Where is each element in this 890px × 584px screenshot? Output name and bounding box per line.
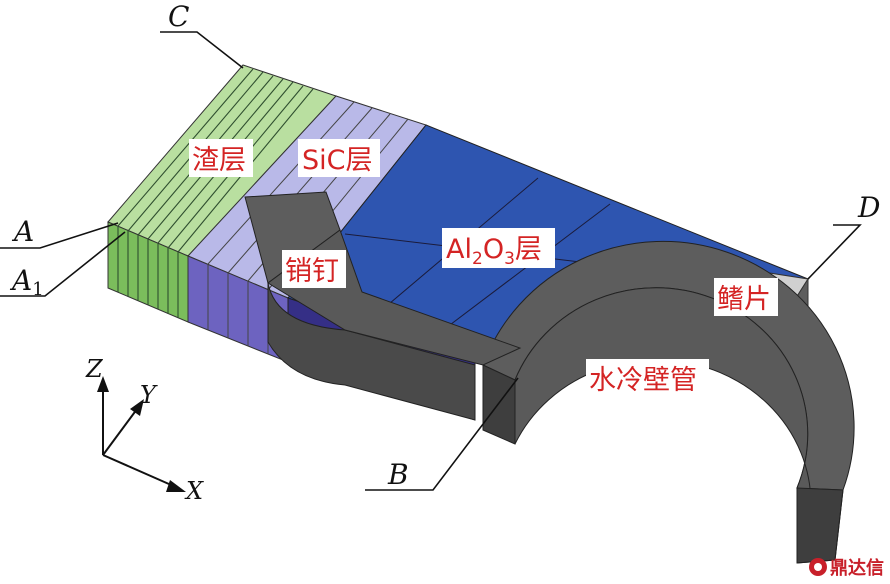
point-b-label: B [387, 458, 409, 491]
x-axis-arrow [166, 480, 186, 492]
z-axis-arrow [97, 376, 109, 392]
point-a1-sub: 1 [32, 279, 43, 300]
y-axis-label: Y [140, 381, 158, 409]
tube-outer-side [482, 364, 516, 445]
point-leaders [0, 31, 862, 491]
al2o3-label-tail: 层 [515, 234, 542, 265]
fin-label-bg [714, 278, 778, 316]
leader-d [807, 224, 862, 280]
x-axis-line [102, 454, 179, 489]
y-axis-arrow [130, 399, 144, 416]
al2o3-label-bg [442, 228, 555, 268]
sic-label: SiC层 [302, 145, 373, 176]
tube-label-bg [586, 359, 709, 397]
al2o3-label-sub1: 2 [472, 249, 483, 269]
z-axis-label: Z [85, 355, 104, 383]
watermark-text: 鼎达信 [830, 558, 884, 579]
coordinate-axes: Z Y X [85, 355, 204, 505]
al2o3-label: Al2O3层 [446, 234, 542, 269]
pin-label: 销钉 [285, 256, 339, 287]
x-axis-label: X [184, 477, 204, 505]
y-axis-line [102, 404, 141, 456]
leader-b [365, 377, 519, 491]
leader-c [160, 31, 244, 69]
fin-label: 鳍片 [717, 284, 771, 315]
leader-a [0, 222, 119, 249]
pin-label-bg [282, 250, 346, 288]
sic-label-bg [298, 139, 380, 177]
point-d-label: D [857, 191, 880, 224]
al2o3-label-o: O [483, 234, 504, 265]
point-labels: C A A1 D B [9, 0, 880, 491]
point-a1-label: A1 [9, 264, 44, 300]
watermark-icon [809, 558, 827, 576]
pin-base [267, 282, 476, 421]
watermark: 鼎达信 [809, 554, 884, 580]
al2o3-label-al: Al [446, 234, 472, 265]
point-a1-main: A [9, 264, 32, 297]
al2o3-label-sub2: 3 [504, 249, 515, 269]
material-labels: 渣层 SiC层 Al2O3层 销钉 鳍片 水冷壁管 [189, 139, 778, 397]
slag-label: 渣层 [192, 145, 246, 176]
tube-label: 水冷壁管 [589, 365, 697, 396]
slag-label-bg [189, 139, 253, 177]
leader-a1 [0, 231, 126, 297]
point-c-label: C [168, 0, 189, 33]
point-a-label: A [11, 215, 34, 248]
